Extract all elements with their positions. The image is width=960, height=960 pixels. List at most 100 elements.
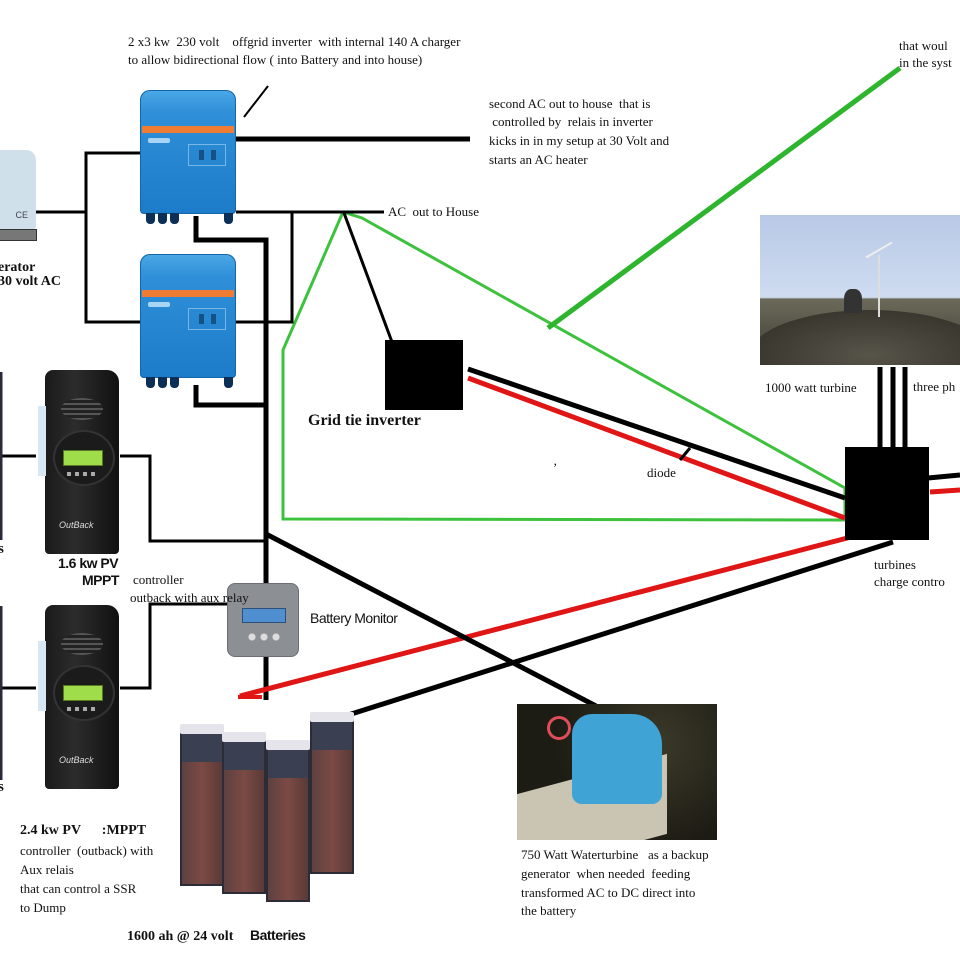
wire-ac-to-grid-tie (342, 212, 394, 343)
wire-inverter2-ac-out (236, 212, 294, 324)
water-turbine-note-line-3: transformed AC to DC direct into (521, 885, 696, 900)
pv-array-label-1: s (0, 541, 4, 557)
inverter-cable-glands (144, 376, 233, 388)
generator-label-line-2: 30 volt AC (0, 274, 61, 289)
wind-turbine-label: 1000 watt turbine (765, 380, 857, 395)
batteries-label: Batteries (250, 927, 306, 943)
generator-label-line-1: erator (0, 260, 36, 275)
ce-mark: CE (15, 210, 28, 220)
wire-inverter2-dc (193, 385, 266, 408)
offgrid-inverter-1 (140, 90, 236, 224)
water-turbine-body (572, 714, 662, 804)
three-phase-label: three ph (913, 379, 956, 394)
grid-tie-inverter-box (385, 340, 463, 410)
mppt1-note-line-2: outback with aux relay (130, 590, 249, 605)
water-turbine-note-line-1: 750 Watt Waterturbine as a backup (521, 847, 709, 862)
mppt2-label-line-1: 2.4 kw PV :MPPT (20, 823, 147, 838)
top-right-note-line-1: that woul (899, 38, 948, 53)
inverter-note-line-1: 2 x3 kw 230 volt offgrid inverter with i… (128, 34, 461, 49)
inverter-cable-glands (144, 212, 233, 224)
mppt1-label-line-1: 1.6 kw PV (58, 555, 119, 571)
battery-bank (180, 690, 358, 920)
inverter-logo-icon (148, 138, 170, 143)
second-ac-note-line-2: controlled by relais in inverter (489, 114, 653, 129)
lcd-display (63, 450, 103, 466)
wire-grid-tie-red (467, 375, 846, 521)
mppt1-label-line-2: MPPT (82, 572, 119, 588)
excavator (844, 289, 862, 313)
valve-wheel-icon (547, 716, 571, 740)
mppt-controller-1: OutBack (38, 370, 119, 554)
green-wire-to-top-right (546, 65, 902, 331)
battery-cell (266, 748, 310, 902)
water-turbine-note-line-2: generator when needed feeding (521, 866, 691, 881)
mppt2-note-line-2: controller (outback) with (20, 843, 154, 858)
mounting-bracket (38, 406, 46, 476)
wire-grid-tie-black (467, 366, 846, 501)
stray-mark: ’ (553, 460, 558, 475)
generator-base (0, 229, 37, 241)
inverter-note-line-2: to allow bidirectional flow ( into Batte… (128, 52, 423, 67)
battery-monitor (227, 583, 299, 657)
mppt2-note-line-4: that can control a SSR (20, 881, 137, 896)
battery-monitor-screen (242, 608, 286, 623)
mppt1-note-line-1: controller (133, 572, 184, 587)
battery-cell (310, 720, 354, 874)
mounting-bracket (38, 641, 46, 711)
wire-mppt2-out (120, 602, 227, 690)
control-buttons (67, 707, 97, 711)
battery-cell (180, 732, 224, 886)
mppt2-note-line-5: to Dump (20, 900, 66, 915)
wire-cc-right-black (927, 472, 960, 481)
control-buttons (67, 472, 97, 476)
pv-array-label-2: s (0, 779, 4, 795)
wire-mppt1-out (120, 454, 266, 543)
water-turbine-photo (517, 704, 717, 840)
inverter-band (142, 126, 234, 133)
ac-out-to-house-label: AC out to House (388, 204, 479, 219)
hill (760, 310, 960, 365)
brand-logo: OutBack (59, 755, 94, 765)
brand-logo: OutBack (59, 520, 94, 530)
generator: CE (0, 150, 36, 230)
second-ac-note-line-1: second AC out to house that is (489, 96, 651, 111)
wire-inverter-ac-in-bus (84, 151, 140, 324)
battery-terminals (266, 740, 310, 750)
diode-mark (678, 447, 692, 461)
wire-dc-to-water-turbine (264, 531, 598, 709)
inverter-band (142, 290, 234, 297)
second-ac-note-line-4: starts an AC heater (489, 152, 588, 167)
turbine-charge-controller-box (845, 447, 929, 540)
wind-turbine-photo (760, 215, 960, 365)
turbine-cc-label-line-2: charge contro (874, 574, 945, 589)
fan-grill-icon (61, 633, 103, 655)
fan-grill-icon (61, 398, 103, 420)
inverter-pointer (243, 85, 269, 118)
lcd-display (63, 685, 103, 701)
mppt2-note-line-3: Aux relais (20, 862, 74, 877)
diode-label: diode (647, 465, 676, 480)
water-turbine-note-line-4: the battery (521, 903, 577, 918)
top-right-note-line-2: in the syst (899, 55, 952, 70)
battery-monitor-label: Battery Monitor (310, 610, 398, 626)
mppt-controller-2: OutBack (38, 605, 119, 789)
battery-cell (222, 740, 266, 894)
grid-tie-inverter-label: Grid tie inverter (308, 412, 421, 429)
battery-monitor-buttons (246, 632, 282, 642)
turbine-mast (878, 255, 880, 317)
wire-inverter1-dc (193, 216, 269, 700)
wire-cc-right-red (929, 487, 960, 495)
battery-terminals (222, 732, 266, 742)
batteries-spec-label: 1600 ah @ 24 volt (127, 929, 234, 944)
turbine-cc-label-line-1: turbines (874, 557, 916, 572)
inverter-control-panel (188, 144, 226, 166)
inverter-control-panel (188, 308, 226, 330)
wire-battery-red (239, 533, 856, 699)
battery-terminals (180, 724, 224, 734)
battery-terminals (310, 712, 354, 722)
wire-battery-black (344, 539, 894, 719)
offgrid-inverter-2 (140, 254, 236, 388)
second-ac-note-line-3: kicks in in my setup at 30 Volt and (489, 133, 670, 148)
inverter-logo-icon (148, 302, 170, 307)
